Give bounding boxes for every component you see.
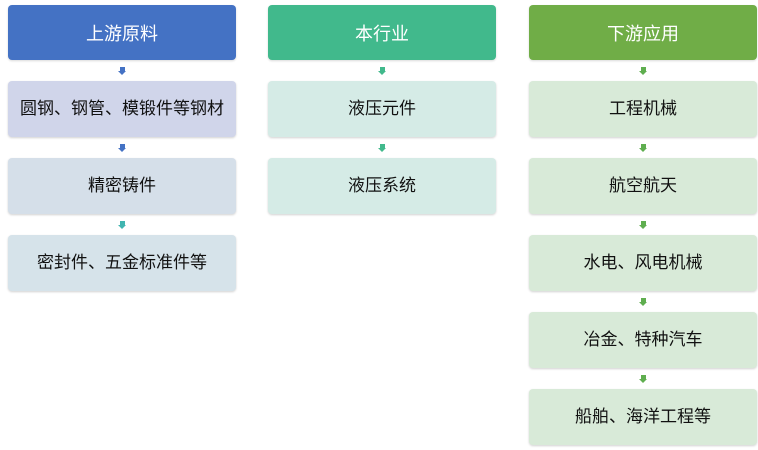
down-arrow-icon: [8, 137, 236, 158]
down-arrow-icon: [268, 137, 496, 158]
down-arrow-icon: [529, 214, 757, 235]
down-arrow-icon: [529, 137, 757, 158]
down-arrow-icon: [529, 291, 757, 312]
upstream-column: 上游原料 圆钢、钢管、模锻件等钢材 精密铸件 密封件、五金标准件等: [8, 5, 236, 291]
upstream-header: 上游原料: [8, 5, 236, 60]
downstream-item-construction: 工程机械: [529, 81, 757, 137]
down-arrow-icon: [8, 214, 236, 235]
downstream-item-metallurgy: 冶金、特种汽车: [529, 312, 757, 368]
industry-header: 本行业: [268, 5, 496, 60]
down-arrow-icon: [8, 60, 236, 81]
upstream-item-seals: 密封件、五金标准件等: [8, 235, 236, 291]
downstream-item-marine: 船舶、海洋工程等: [529, 389, 757, 445]
downstream-item-power: 水电、风电机械: [529, 235, 757, 291]
upstream-item-steel: 圆钢、钢管、模锻件等钢材: [8, 81, 236, 137]
downstream-item-aerospace: 航空航天: [529, 158, 757, 214]
downstream-column: 下游应用 工程机械 航空航天 水电、风电机械 冶金、特种汽车 船舶、海洋工程等: [529, 5, 757, 445]
industry-item-components: 液压元件: [268, 81, 496, 137]
industry-column: 本行业 液压元件 液压系统: [268, 5, 496, 214]
down-arrow-icon: [529, 60, 757, 81]
down-arrow-icon: [529, 368, 757, 389]
downstream-header: 下游应用: [529, 5, 757, 60]
industry-item-systems: 液压系统: [268, 158, 496, 214]
down-arrow-icon: [268, 60, 496, 81]
upstream-item-castings: 精密铸件: [8, 158, 236, 214]
